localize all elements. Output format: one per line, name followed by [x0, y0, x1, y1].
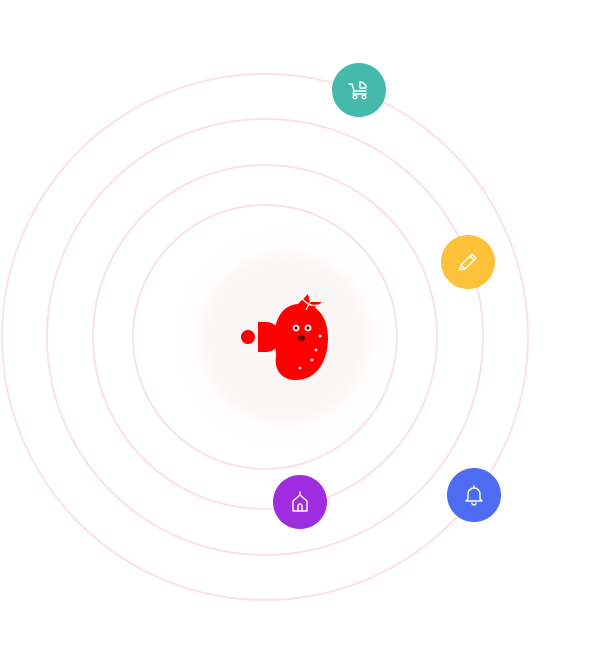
orbit-ring-2: [92, 164, 438, 510]
orbit-ring-1: [132, 204, 398, 470]
tomato-mascot-icon: [241, 294, 328, 380]
bell-icon: [465, 485, 483, 506]
baby-stroller-button[interactable]: [332, 63, 386, 117]
home-button[interactable]: [273, 475, 327, 529]
orbit-ring-3: [46, 118, 484, 556]
home-icon: [292, 491, 308, 512]
pencil-button[interactable]: [441, 235, 495, 289]
orbit-ring-4: [1, 73, 529, 601]
bell-button[interactable]: [447, 468, 501, 522]
pencil-icon: [459, 253, 477, 271]
baby-stroller-icon: [348, 81, 367, 100]
